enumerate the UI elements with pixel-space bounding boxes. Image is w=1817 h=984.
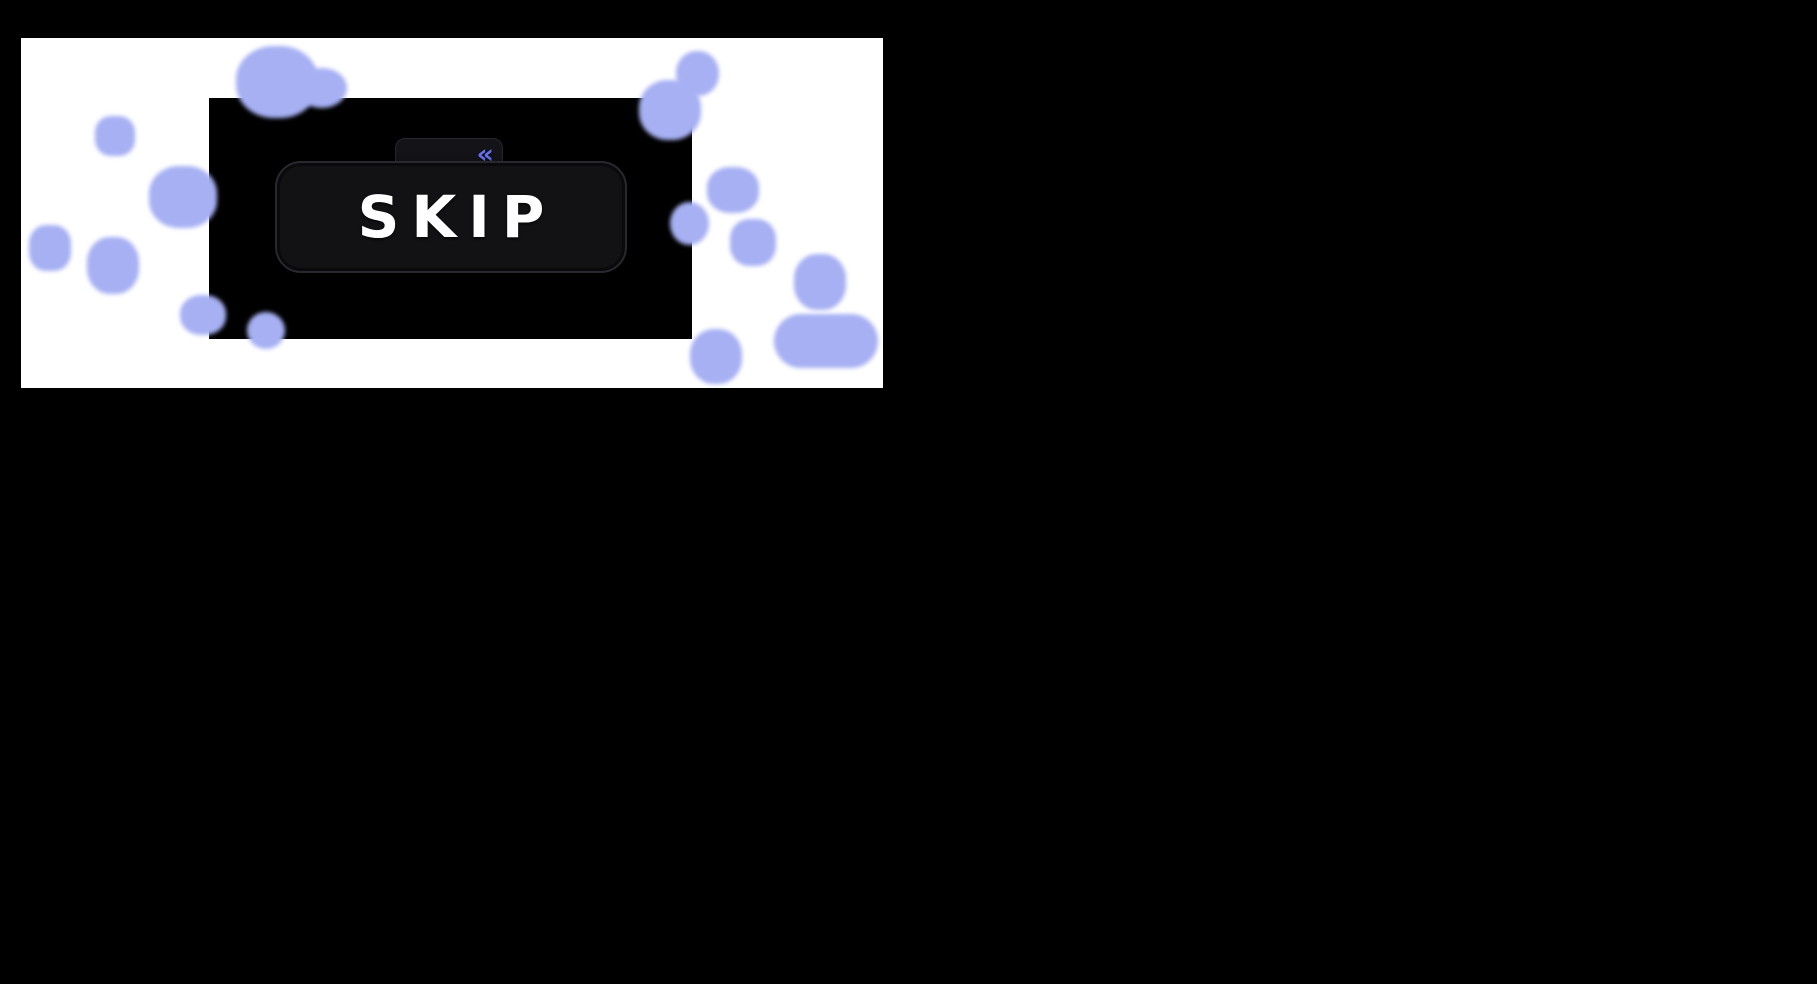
touch-blob [149,166,217,228]
game-viewport-panel: « SKIP [21,38,883,388]
skip-button[interactable]: SKIP [275,161,627,273]
touch-blob [707,167,759,213]
touch-blob [774,314,878,368]
touch-blob [730,219,776,266]
touch-blob [690,329,742,384]
touch-blob [676,51,719,96]
touch-blob [87,237,139,294]
touch-blob [29,225,71,271]
skip-button-label: SKIP [357,183,557,251]
touch-blob [95,116,135,156]
touch-blob [794,254,846,310]
